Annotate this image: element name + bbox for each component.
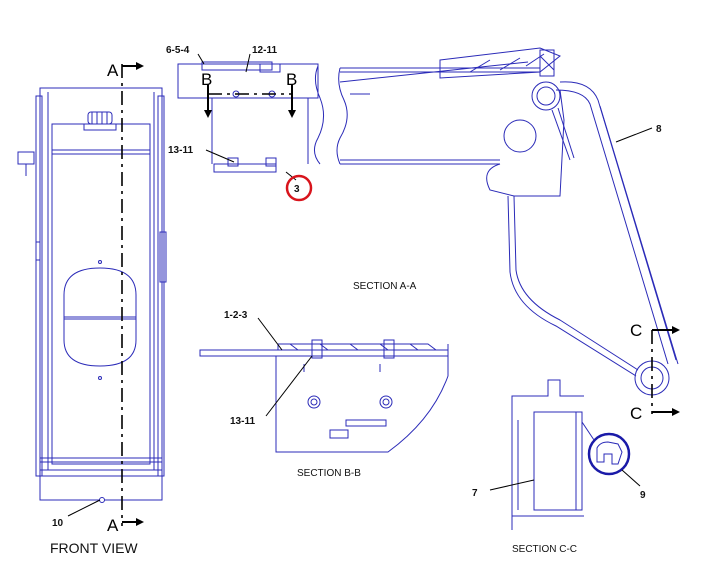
link-rod-inner	[555, 89, 669, 365]
section-c-c-title: SECTION C-C	[512, 544, 577, 555]
cc-outline	[511, 379, 584, 530]
section-a-a-title: SECTION A-A	[353, 281, 417, 292]
section-b-b: SECTION B-B 1-2-3 13-11	[199, 310, 449, 479]
section-b-b-title: SECTION B-B	[297, 468, 361, 479]
cut-letter-b-left: B	[201, 70, 212, 89]
section-a-a: B B	[166, 45, 680, 423]
front-left-tab	[17, 151, 35, 165]
callout-13-11-top: 13-11	[168, 145, 193, 156]
drain-plug	[99, 497, 105, 503]
bottom-plate	[213, 163, 277, 173]
arm-break-line	[314, 65, 324, 165]
cut-letter-a-bottom: A	[107, 516, 119, 535]
cut-letter-c-top: C	[630, 321, 642, 340]
cc-plate	[533, 411, 577, 511]
link-rod-outer	[559, 81, 677, 361]
front-left-rail	[35, 95, 43, 477]
front-body	[51, 123, 151, 465]
bracket-hole	[503, 119, 537, 153]
front-view: A A FRONT VIEW 10	[17, 61, 167, 556]
cut-letter-a-top: A	[107, 61, 119, 80]
bb-top-plate	[199, 349, 449, 357]
detail-9-circle	[587, 432, 631, 476]
callout-1-2-3: 1-2-3	[224, 310, 248, 321]
arm-break-line-2	[336, 67, 348, 165]
callout-10: 10	[52, 518, 64, 529]
sight-glass	[63, 267, 137, 367]
front-right-tab	[159, 231, 167, 283]
callout-6-5-4: 6-5-4	[166, 45, 190, 56]
callout-3: 3	[294, 184, 300, 195]
bracket-plate	[486, 89, 565, 197]
lower-arm-inner	[513, 195, 639, 371]
front-right-rail	[157, 95, 165, 477]
callout-8: 8	[656, 124, 662, 135]
pivot-boss	[531, 81, 561, 111]
cut-letter-c-bottom: C	[630, 404, 642, 423]
callout-3-highlight	[285, 174, 313, 202]
callout-7: 7	[472, 488, 478, 499]
cut-letter-b-right: B	[286, 70, 297, 89]
section-c-c: 9 7 SECTION C-C	[472, 379, 646, 555]
front-view-title: FRONT VIEW	[50, 540, 138, 556]
bb-body	[275, 344, 449, 453]
upper-web	[439, 47, 561, 79]
callout-12-11: 12-11	[252, 45, 277, 56]
callout-9: 9	[640, 490, 646, 501]
lower-arm-outer	[507, 195, 637, 377]
callout-13-11-bottom: 13-11	[230, 416, 255, 427]
